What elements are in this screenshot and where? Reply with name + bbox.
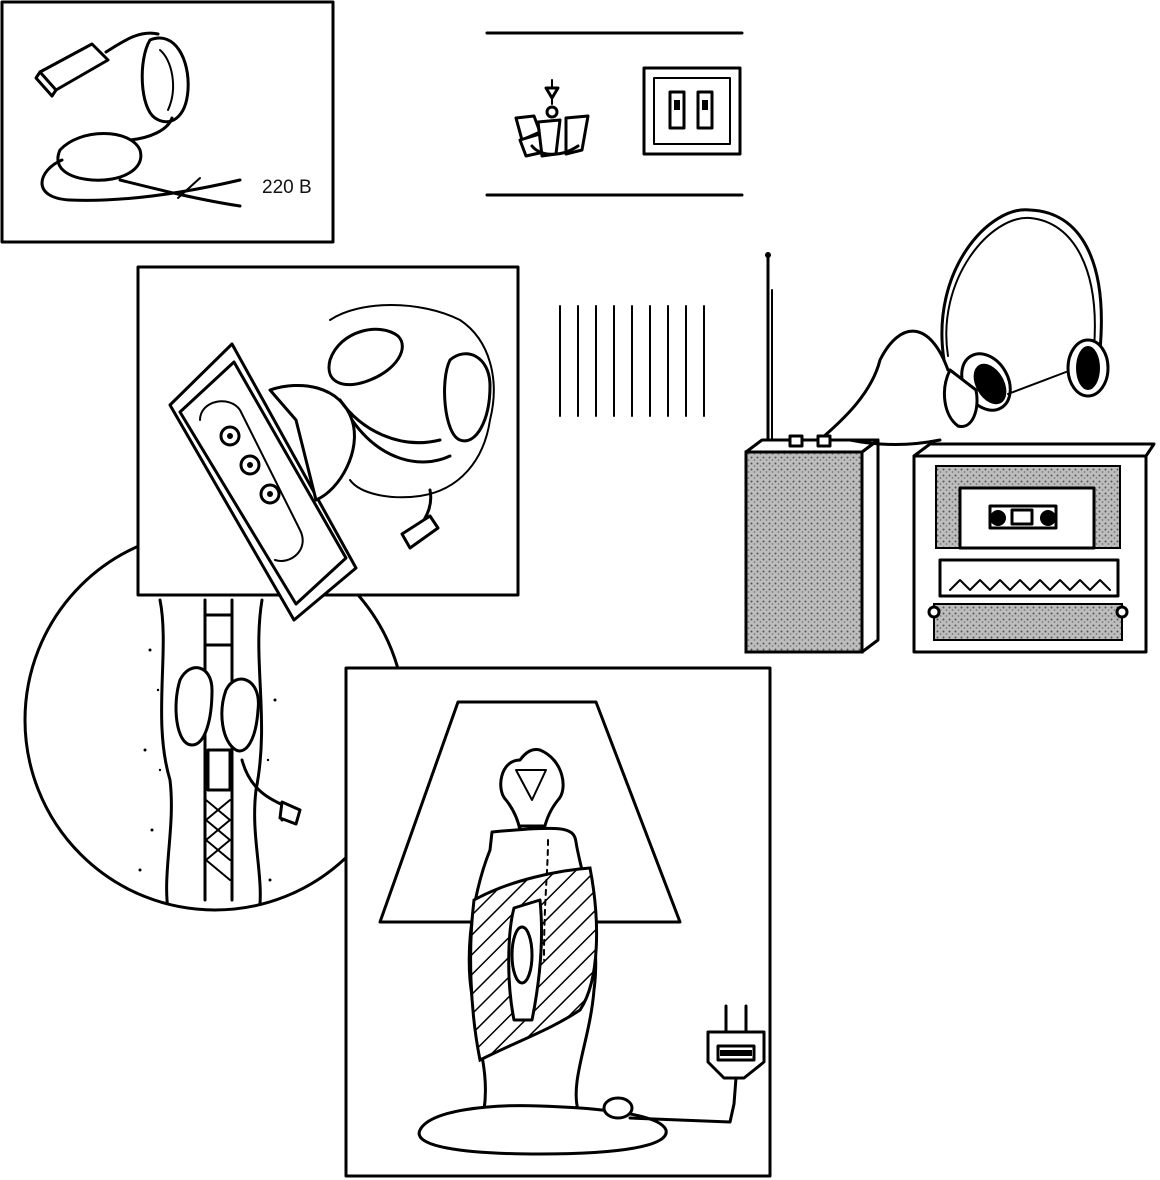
socket-icon <box>168 304 495 622</box>
switch-icon <box>642 66 742 156</box>
radio-icon <box>744 252 942 654</box>
wire-splice-panel: 220 В <box>0 0 335 244</box>
chandelier-switch-panel <box>485 31 744 197</box>
chandelier-icon <box>514 79 590 158</box>
wall-cable-icon <box>138 598 302 910</box>
cassette-player-icon <box>912 442 1156 654</box>
vertical-lines-panel <box>559 305 705 417</box>
radio-headphones-panel <box>744 208 1156 654</box>
cable-joint-icon <box>34 31 242 208</box>
voltage-label: 220 В <box>262 177 312 198</box>
wall-socket-panel <box>136 265 520 622</box>
lamp-icon <box>378 700 766 1156</box>
headphones-icon <box>818 208 1110 442</box>
cable-in-wall-panel <box>23 528 407 912</box>
table-lamp-panel <box>344 666 772 1178</box>
